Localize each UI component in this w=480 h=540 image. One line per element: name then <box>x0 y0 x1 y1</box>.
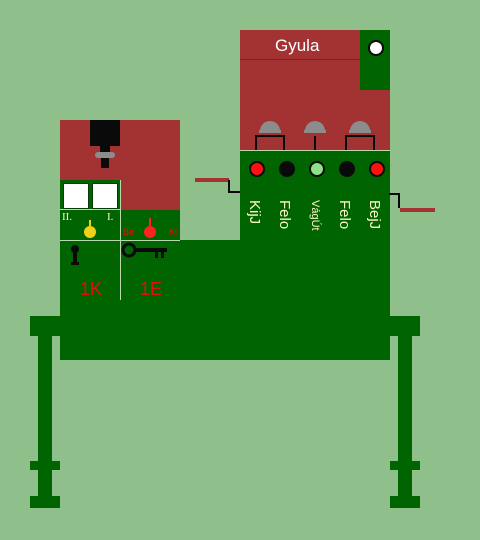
switch-button-ii[interactable] <box>63 183 89 209</box>
point-dome-3 <box>350 121 370 131</box>
lamp-label-be: Be <box>123 227 135 237</box>
lamp-label-ki: Ki <box>169 227 178 237</box>
left-panel-top <box>60 120 180 180</box>
console-body <box>60 240 390 318</box>
indicator-light <box>368 40 384 56</box>
lever-body <box>90 120 120 146</box>
track-left <box>195 178 229 182</box>
switch-label-i: I. <box>107 211 114 223</box>
table-apron <box>60 336 390 360</box>
table-leg-left <box>38 336 52 496</box>
lever-neck <box>100 146 110 154</box>
code-label-1e: 1E <box>140 279 163 299</box>
lamp-label-felo-2: Felo <box>336 200 353 230</box>
lamp-label-vagut: VágÚt <box>309 200 321 231</box>
lamp-felo-2[interactable] <box>339 161 355 177</box>
lamp-vagut[interactable] <box>309 161 325 177</box>
code-label-1k: 1K <box>80 279 103 299</box>
point-dome-2 <box>305 121 325 131</box>
keyhole-icon[interactable] <box>69 244 81 268</box>
lamp-label-kijj: KijJ <box>246 200 263 225</box>
lever-tip <box>101 158 109 168</box>
table-top <box>30 316 420 336</box>
lever-switch[interactable] <box>90 120 120 172</box>
lamp-label-felo-1: Felo <box>276 200 293 230</box>
yellow-lamp <box>84 226 96 238</box>
track-right-link <box>389 193 400 208</box>
key-icon[interactable] <box>121 242 169 262</box>
track-left-link <box>228 180 240 193</box>
table-leg-right-ring <box>390 461 420 470</box>
left-divider-v <box>120 180 121 300</box>
lamp-kijj[interactable] <box>249 161 265 177</box>
signal-panel-corner <box>360 30 390 90</box>
point-dome-2-base <box>304 130 326 133</box>
signal-panel-divider <box>240 59 360 60</box>
button-divider-h <box>60 209 120 210</box>
point-dome-1 <box>260 121 280 131</box>
lever-base <box>95 152 115 158</box>
red-lamp <box>144 226 156 238</box>
track-right <box>400 208 435 212</box>
switch-label-ii: II. <box>62 211 73 223</box>
signal-panel-divider-h <box>240 150 390 151</box>
lamp-label-bejj: BejJ <box>366 200 383 230</box>
table-leg-right-foot <box>390 496 420 508</box>
switch-button-i[interactable] <box>92 183 118 209</box>
left-panel-red-strip <box>120 180 180 210</box>
point-dome-1-base <box>259 130 281 133</box>
lamp-felo-1[interactable] <box>279 161 295 177</box>
table-leg-left-foot <box>30 496 60 508</box>
point-dome-3-base <box>349 130 371 133</box>
lamp-bejj[interactable] <box>369 161 385 177</box>
table-leg-right <box>398 336 412 496</box>
red-lamp-stem <box>149 218 151 226</box>
table-leg-left-ring <box>30 461 60 470</box>
yellow-lamp-stem <box>89 220 91 226</box>
station-title: Gyula <box>275 36 320 55</box>
